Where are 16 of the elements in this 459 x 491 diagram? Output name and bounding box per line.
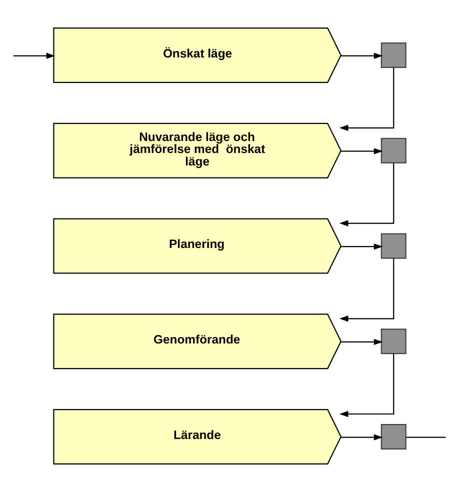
- arrow: [339, 258, 394, 322]
- node-box: [380, 328, 406, 354]
- arrow: [341, 338, 383, 345]
- connector: [406, 436, 446, 438]
- arrow: [339, 162, 394, 226]
- arrow: [341, 148, 383, 154]
- arrow: [13, 52, 56, 58]
- arrow: [339, 67, 394, 130]
- node-box: [380, 42, 406, 68]
- arrow: [341, 434, 383, 440]
- arrow: [341, 52, 383, 58]
- node-box: [380, 423, 406, 449]
- arrow: [339, 353, 394, 417]
- arrow: [341, 242, 383, 250]
- node-box: [380, 232, 406, 258]
- node-box: [380, 137, 406, 163]
